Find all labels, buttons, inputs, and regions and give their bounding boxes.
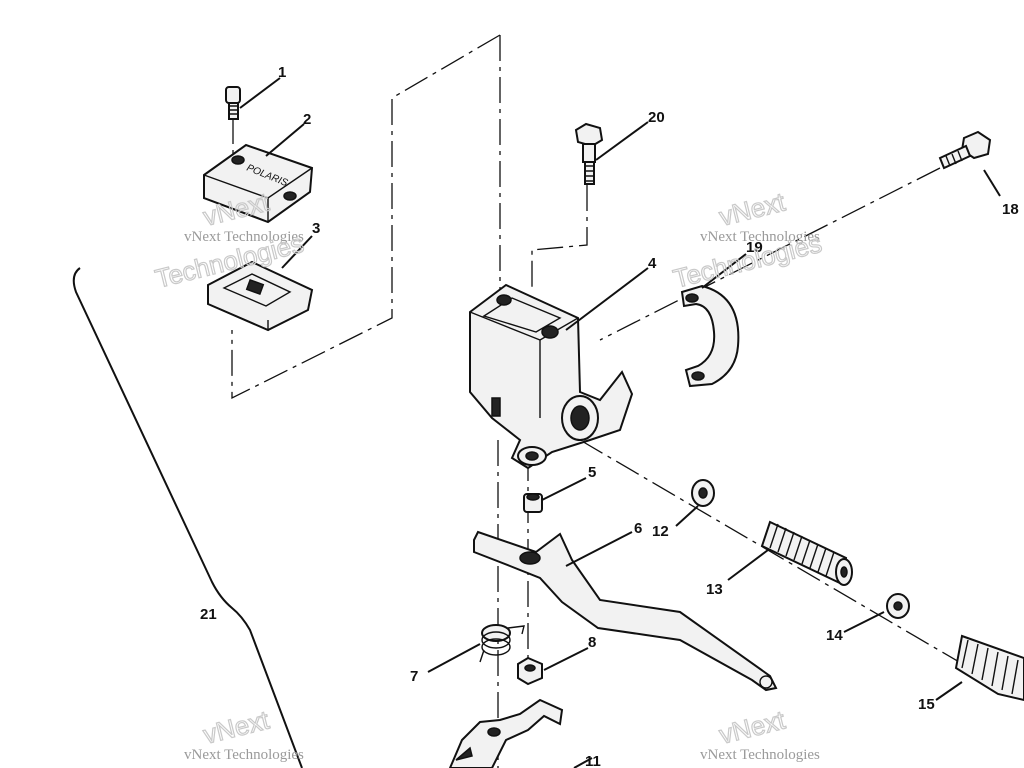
part-12-washer [691,479,715,507]
callout-11: 11 [585,753,601,768]
watermark-line1: vNext Technologies [700,229,820,245]
watermark-line1: vNext Technologies [184,229,304,245]
callout-12: 12 [652,523,669,540]
watermark-script: vNext [716,186,788,231]
watermark-script: vNext [200,704,272,749]
callout-13: 13 [706,581,723,598]
part-4-master-cylinder [469,283,634,470]
callout-4: 4 [648,255,657,272]
watermark-top-right: vNext vNext Technologies Technologies [670,186,826,295]
watermark-bottom-right: vNext vNext Technologies [700,704,820,763]
callout-5: 5 [588,464,596,481]
callout-7: 7 [410,668,418,685]
part-13-boot [760,520,853,586]
watermark-script: vNext [716,704,788,749]
watermark-bottom-left: vNext vNext Technologies [184,704,304,763]
group-bracket-21 [72,267,303,768]
callout-8: 8 [588,634,596,651]
callout-20: 20 [648,109,665,126]
part-19-clamp [680,284,740,388]
part-6-brake-lever [473,530,778,692]
part-20-bolt [574,122,604,185]
part-15-boot [954,634,1024,702]
callout-6: 6 [634,520,642,537]
leader-lines [239,77,1001,768]
part-2-reservoir-cap: POLARIS [203,143,314,224]
part-18-bolt [938,130,992,170]
callout-2: 2 [303,111,311,128]
part-7-spring [479,624,525,663]
callout-18: 18 [1002,201,1019,218]
callout-21: 21 [200,606,217,623]
part-14-washer [886,593,910,619]
part-3-diaphragm [207,260,314,332]
callout-15: 15 [918,696,935,713]
callout-19: 19 [746,239,763,256]
part-11-bracket [448,698,564,768]
callout-3: 3 [312,220,320,237]
part-1-screw [225,86,241,120]
callout-labels: 1 2 3 4 5 6 7 8 11 12 13 14 15 18 19 20 … [200,64,1019,768]
part-8-nut [517,656,543,686]
part-5-bushing [523,493,543,513]
callout-1: 1 [278,64,286,81]
watermark-line1: vNext Technologies [700,747,820,763]
assembly-centerlines [231,34,1024,768]
watermark-line1: vNext Technologies [184,747,304,763]
callout-14: 14 [826,627,843,644]
